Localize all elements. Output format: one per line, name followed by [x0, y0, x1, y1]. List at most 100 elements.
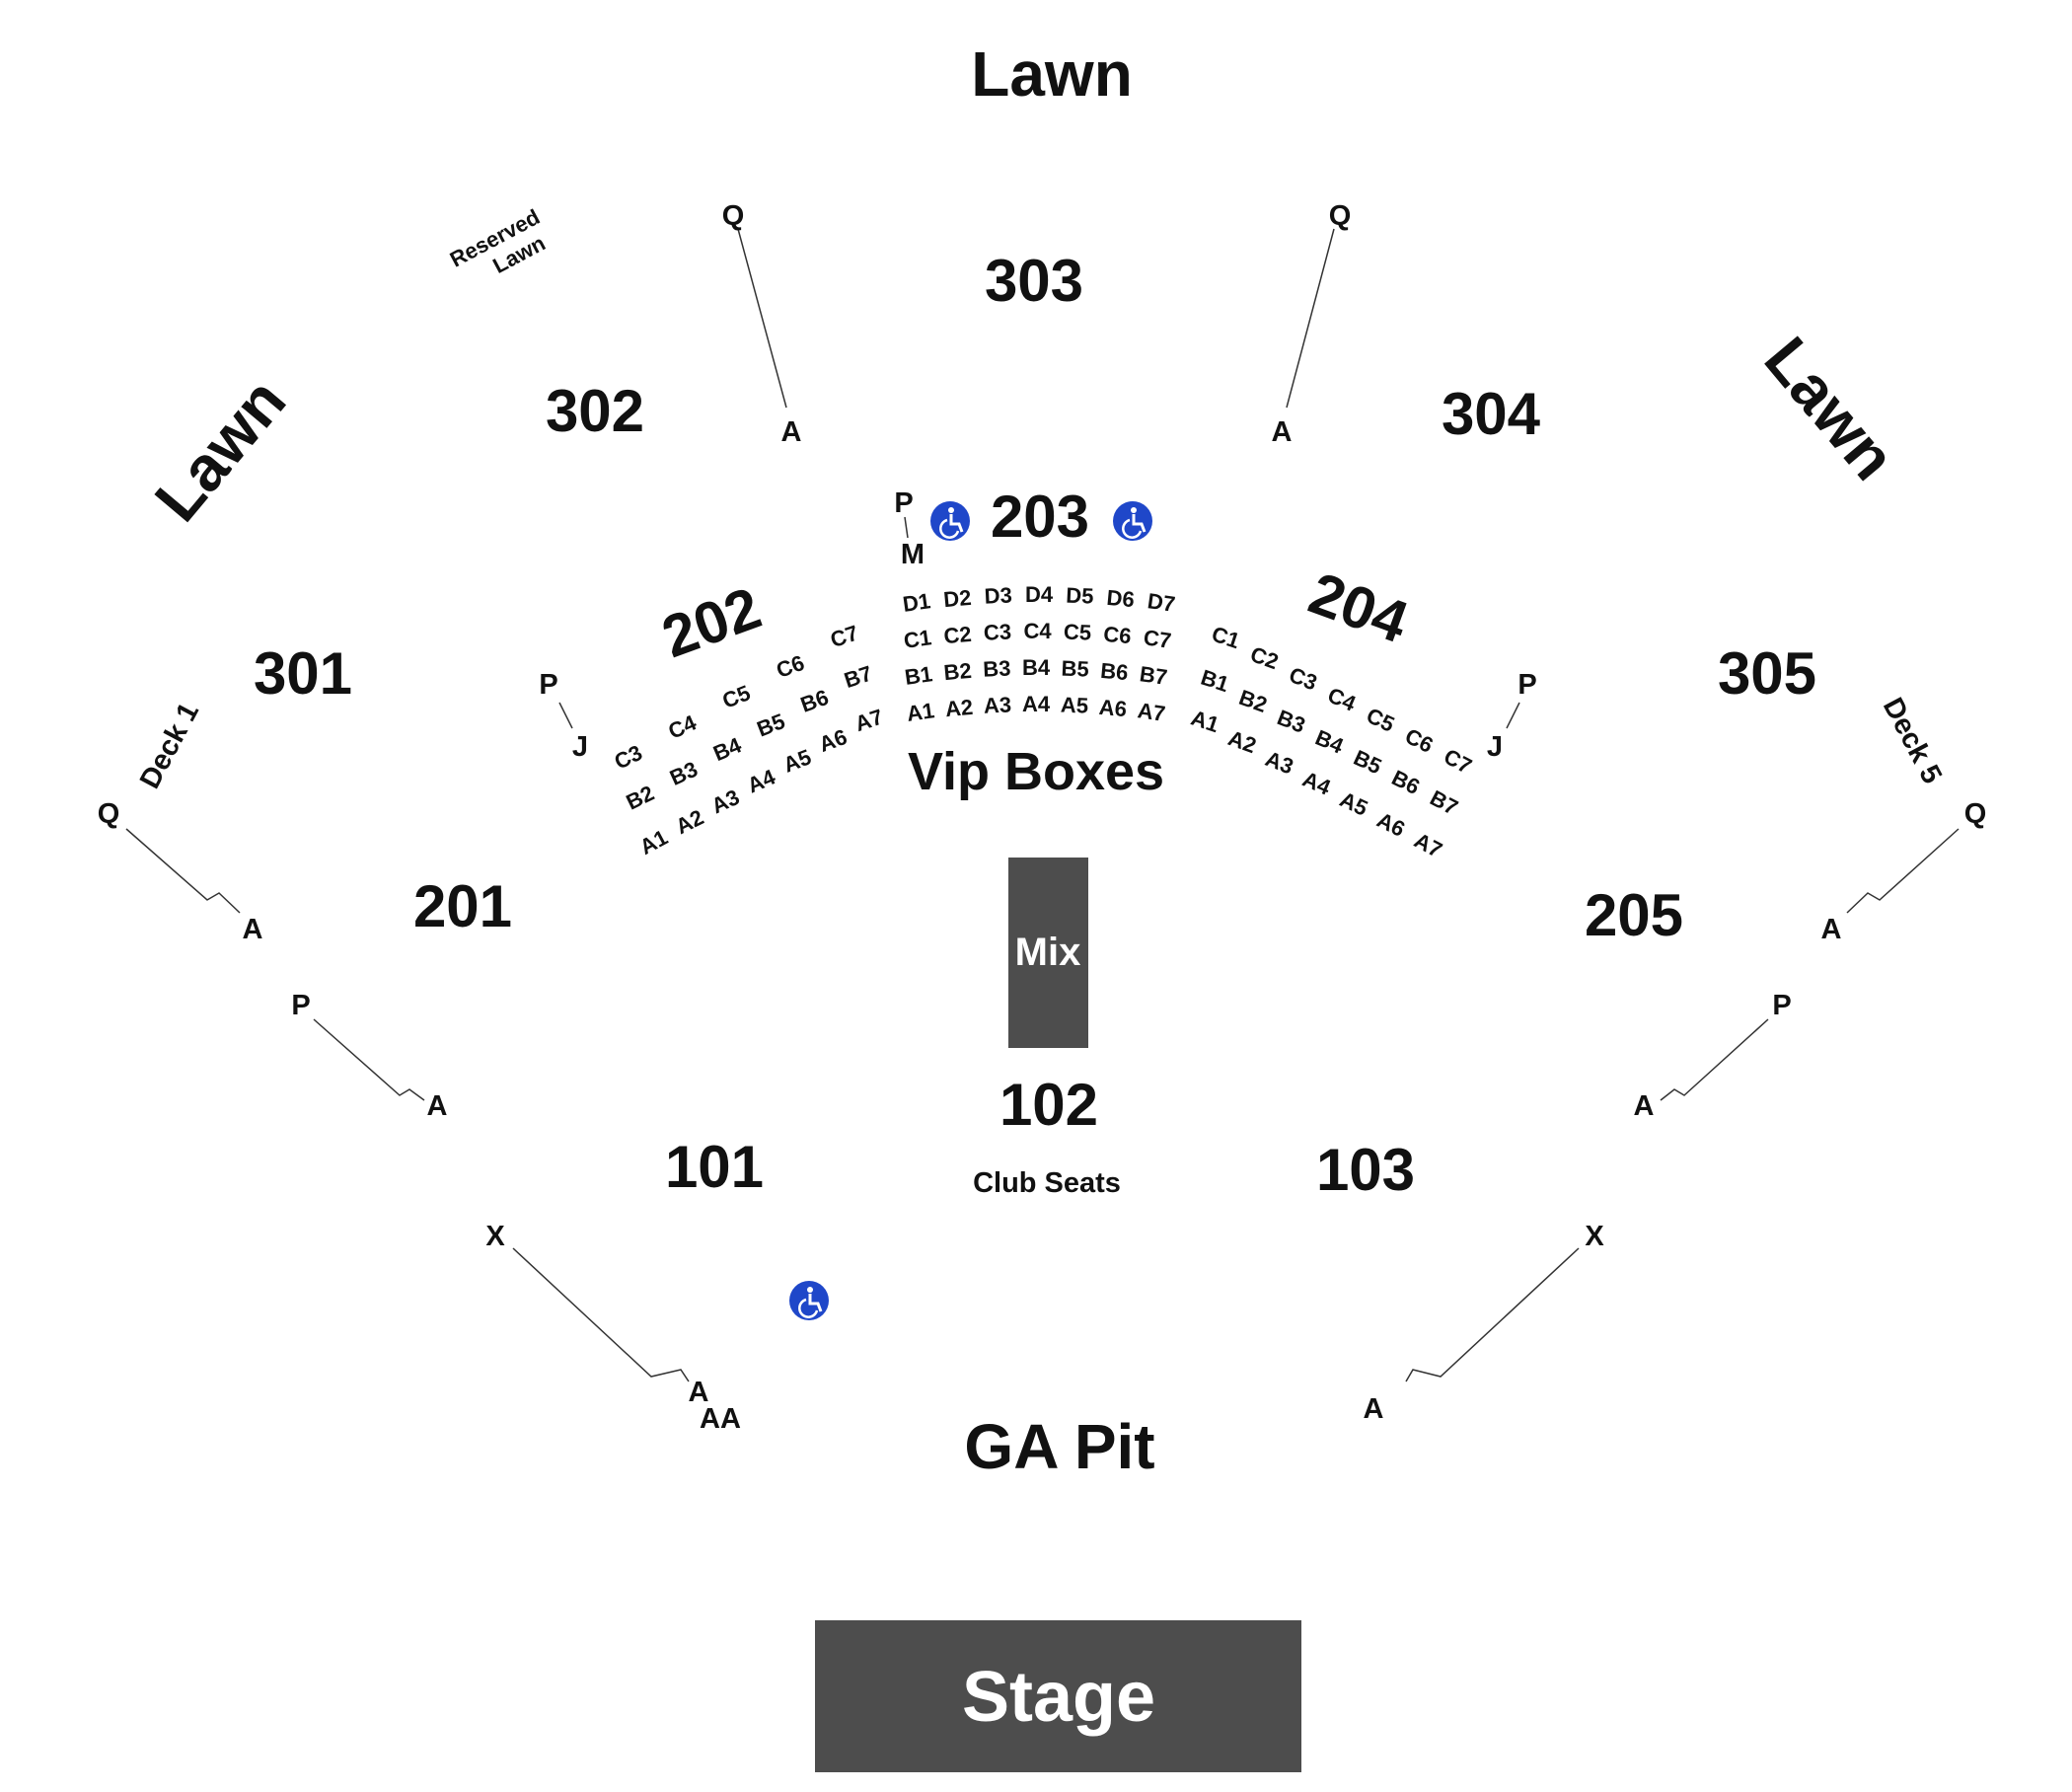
vip-box-a1[interactable]: A1	[635, 825, 672, 859]
lawn-left-label[interactable]: Lawn	[141, 365, 299, 535]
section-204[interactable]: 204	[1301, 560, 1418, 655]
vip-box-a5[interactable]: A5	[1060, 692, 1088, 717]
section-303[interactable]: 303	[985, 248, 1083, 314]
vip-box-b6[interactable]: B6	[797, 685, 832, 717]
section-103[interactable]: 103	[1316, 1137, 1415, 1203]
section-203[interactable]: 203	[991, 484, 1089, 550]
vip-box-b2[interactable]: B2	[623, 781, 658, 815]
vip-box-b7[interactable]: B7	[1426, 785, 1462, 820]
vip-box-b1[interactable]: B1	[1198, 665, 1231, 697]
vip-box-a1[interactable]: A1	[905, 698, 935, 726]
vip-box-b5[interactable]: B5	[1061, 655, 1089, 681]
club-seats-label[interactable]: Club Seats	[973, 1167, 1121, 1199]
vip-box-a3[interactable]: A3	[983, 692, 1011, 717]
vip-box-d5[interactable]: D5	[1066, 582, 1094, 608]
aisle-line-101	[512, 1247, 690, 1382]
vip-box-c1[interactable]: C1	[902, 625, 932, 653]
vip-box-a7[interactable]: A7	[1136, 698, 1166, 726]
section-305[interactable]: 305	[1718, 640, 1816, 707]
vip-box-b4[interactable]: B4	[1312, 725, 1348, 759]
vip-box-b7[interactable]: B7	[841, 661, 874, 693]
vip-box-b7[interactable]: B7	[1138, 661, 1168, 690]
section-101[interactable]: 101	[665, 1134, 764, 1200]
vip-box-a3[interactable]: A3	[1262, 746, 1296, 780]
vip-box-c3[interactable]: C3	[1286, 662, 1320, 696]
section-201[interactable]: 201	[413, 873, 512, 939]
vip-box-b1[interactable]: B1	[903, 661, 933, 690]
vip-box-a7[interactable]: A7	[851, 705, 885, 736]
vip-box-a7[interactable]: A7	[1410, 828, 1446, 862]
section-205[interactable]: 205	[1585, 882, 1683, 948]
vip-box-c6[interactable]: C6	[1401, 723, 1437, 758]
section-304[interactable]: 304	[1442, 381, 1541, 447]
vip-box-b5[interactable]: B5	[1350, 745, 1385, 779]
row-marker-x-101: X	[485, 1221, 505, 1252]
vip-box-d4[interactable]: D4	[1025, 582, 1054, 607]
vip-box-b3[interactable]: B3	[1274, 705, 1308, 738]
stage-label: Stage	[962, 1658, 1155, 1737]
vip-box-a2[interactable]: A2	[944, 695, 974, 721]
row-marker-a-302: A	[781, 416, 802, 448]
vip-box-c3[interactable]: C3	[611, 740, 646, 775]
aisle-line-302	[737, 228, 787, 409]
vip-box-a2[interactable]: A2	[672, 804, 707, 839]
vip-box-d2[interactable]: D2	[942, 585, 972, 612]
vip-box-c5[interactable]: C5	[1363, 703, 1398, 736]
vip-box-a4[interactable]: A4	[1299, 767, 1335, 800]
vip-box-c7[interactable]: C7	[827, 621, 860, 652]
vip-box-a5[interactable]: A5	[779, 744, 814, 778]
vip-box-b2[interactable]: B2	[1236, 685, 1271, 717]
reserved-lawn-label[interactable]: Reserved Lawn	[446, 204, 555, 295]
vip-box-a3[interactable]: A3	[707, 784, 743, 818]
vip-box-d1[interactable]: D1	[901, 588, 931, 617]
section-302[interactable]: 302	[546, 378, 644, 444]
lawn-right-label[interactable]: Lawn	[1751, 324, 1909, 493]
vip-box-c6[interactable]: C6	[773, 650, 807, 683]
vip-box-a6[interactable]: A6	[816, 724, 851, 757]
vip-box-b3[interactable]: B3	[983, 655, 1011, 681]
vip-box-a4[interactable]: A4	[1022, 692, 1051, 716]
vip-box-c7[interactable]: C7	[1142, 625, 1172, 653]
vip-box-b4[interactable]: B4	[1022, 655, 1051, 680]
vip-box-a4[interactable]: A4	[744, 764, 779, 797]
vip-box-a2[interactable]: A2	[1225, 725, 1260, 758]
vip-box-c3[interactable]: C3	[983, 619, 1011, 644]
vip-boxes-label[interactable]: Vip Boxes	[908, 742, 1164, 801]
vip-box-c4[interactable]: C4	[1023, 619, 1052, 643]
vip-box-d7[interactable]: D7	[1146, 588, 1176, 617]
vip-box-a1[interactable]: A1	[1188, 706, 1221, 737]
vip-box-d6[interactable]: D6	[1106, 585, 1136, 612]
section-102[interactable]: 102	[999, 1072, 1098, 1138]
vip-box-a6[interactable]: A6	[1098, 695, 1128, 721]
wheelchair-accessible-icon	[1113, 501, 1152, 541]
vip-box-c6[interactable]: C6	[1102, 622, 1132, 648]
deck-5-label[interactable]: Deck 5	[1877, 693, 1948, 789]
vip-box-b3[interactable]: B3	[666, 757, 702, 790]
vip-box-d3[interactable]: D3	[984, 582, 1012, 608]
vip-box-b6[interactable]: B6	[1388, 765, 1424, 799]
vip-box-c2[interactable]: C2	[1247, 641, 1282, 674]
stage[interactable]	[815, 1620, 1301, 1772]
vip-box-b5[interactable]: B5	[754, 709, 788, 741]
aisle-line-205	[1660, 1018, 1769, 1101]
deck-1-label[interactable]: Deck 1	[134, 698, 205, 794]
row-marker-a-101: A	[689, 1377, 709, 1408]
vip-box-c4[interactable]: C4	[665, 709, 702, 744]
ga-pit-label[interactable]: GA Pit	[964, 1411, 1154, 1482]
vip-box-c5[interactable]: C5	[1063, 619, 1091, 644]
mix-position[interactable]	[1008, 858, 1088, 1048]
vip-box-c2[interactable]: C2	[942, 622, 972, 648]
section-202[interactable]: 202	[653, 574, 769, 670]
vip-box-c7[interactable]: C7	[1440, 744, 1476, 779]
lawn-top-label[interactable]: Lawn	[971, 38, 1133, 110]
row-marker-a-205: A	[1634, 1090, 1655, 1122]
section-301[interactable]: 301	[254, 640, 352, 707]
vip-box-a6[interactable]: A6	[1373, 807, 1409, 842]
vip-box-b6[interactable]: B6	[1099, 658, 1129, 685]
vip-box-c5[interactable]: C5	[718, 680, 753, 713]
vip-box-c4[interactable]: C4	[1324, 683, 1360, 716]
vip-box-a5[interactable]: A5	[1336, 786, 1371, 820]
vip-box-c1[interactable]: C1	[1209, 622, 1242, 653]
vip-box-b4[interactable]: B4	[709, 732, 745, 766]
vip-box-b2[interactable]: B2	[942, 658, 972, 685]
